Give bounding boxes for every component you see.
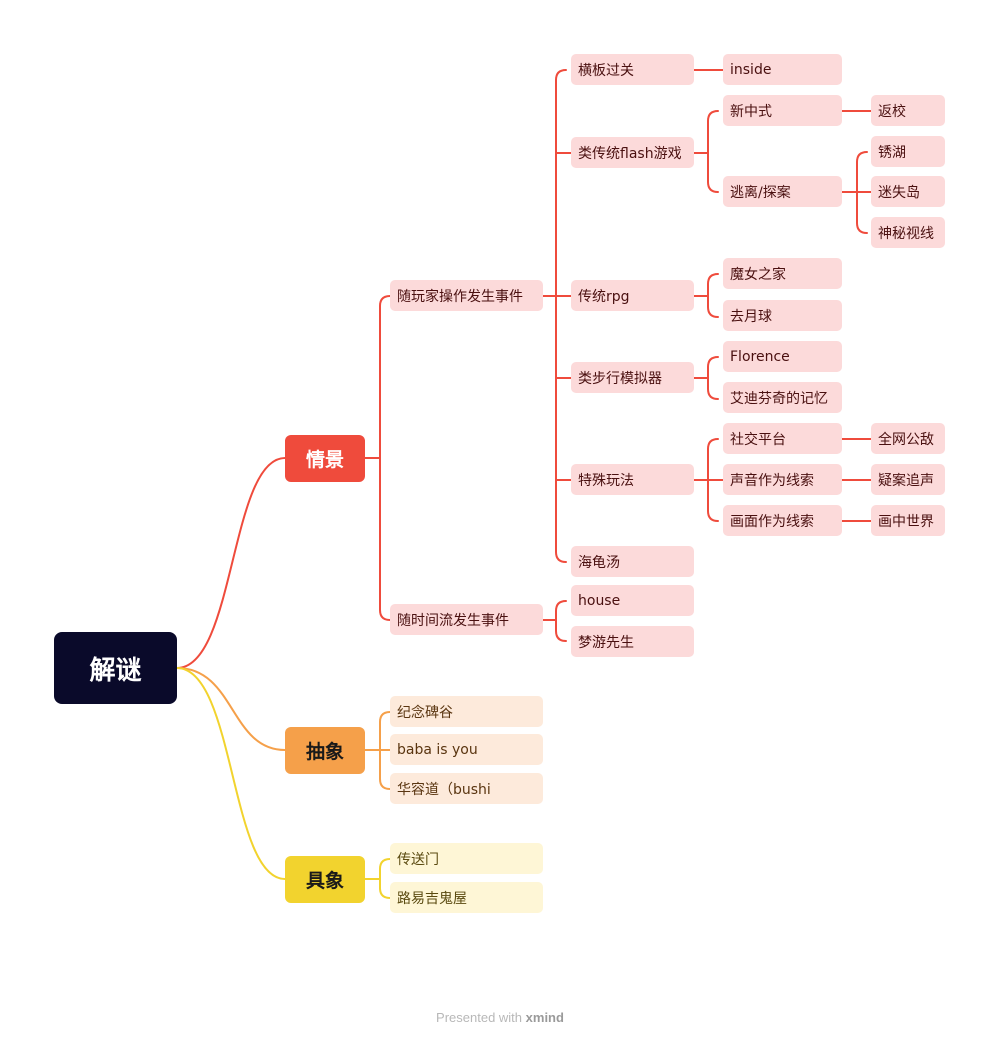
topic-picture[interactable]: 画面作为线索 (723, 505, 842, 536)
topic-abstract[interactable]: 抽象 (285, 727, 365, 774)
topic-edith-finch[interactable]: 艾迪芬奇的记忆 (723, 382, 842, 413)
topic-sound-game[interactable]: 疑案追声 (871, 464, 945, 495)
xmind-brand: xmind (525, 1010, 564, 1025)
topic-concrete-item[interactable]: 传送门 (390, 843, 543, 874)
topic-social-game[interactable]: 全网公敌 (871, 423, 945, 454)
topic-new-chinese[interactable]: 新中式 (723, 95, 842, 126)
topic-mishidao[interactable]: 迷失岛 (871, 176, 945, 207)
topic-walking-sim[interactable]: 类步行模拟器 (571, 362, 694, 393)
topic-inside[interactable]: inside (723, 54, 842, 85)
topic-sound[interactable]: 声音作为线索 (723, 464, 842, 495)
presented-with-footer: Presented with xmind (0, 1010, 1000, 1025)
topic-picture-game[interactable]: 画中世界 (871, 505, 945, 536)
footer-prefix: Presented with (436, 1010, 523, 1025)
topic-time-events[interactable]: 随时间流发生事件 (390, 604, 543, 635)
topic-concrete[interactable]: 具象 (285, 856, 365, 903)
topic-abstract-item[interactable]: 华容道（bushi (390, 773, 543, 804)
topic-rpg[interactable]: 传统rpg (571, 280, 694, 311)
topic-fanxiao[interactable]: 返校 (871, 95, 945, 126)
topic-escape[interactable]: 逃离/探案 (723, 176, 842, 207)
topic-xiuhu[interactable]: 锈湖 (871, 136, 945, 167)
topic-special[interactable]: 特殊玩法 (571, 464, 694, 495)
topic-florence[interactable]: Florence (723, 341, 842, 372)
topic-witch-house[interactable]: 魔女之家 (723, 258, 842, 289)
topic-concrete-item[interactable]: 路易吉鬼屋 (390, 882, 543, 913)
topic-social[interactable]: 社交平台 (723, 423, 842, 454)
topic-shenmi[interactable]: 神秘视线 (871, 217, 945, 248)
root-topic[interactable]: 解谜 (54, 632, 177, 704)
topic-to-the-moon[interactable]: 去月球 (723, 300, 842, 331)
topic-turtle-soup[interactable]: 海龟汤 (571, 546, 694, 577)
topic-flash-like[interactable]: 类传统flash游戏 (571, 137, 694, 168)
topic-house[interactable]: house (571, 585, 694, 616)
topic-player-events[interactable]: 随玩家操作发生事件 (390, 280, 543, 311)
topic-dream[interactable]: 梦游先生 (571, 626, 694, 657)
topic-scene[interactable]: 情景 (285, 435, 365, 482)
topic-abstract-item[interactable]: 纪念碑谷 (390, 696, 543, 727)
topic-abstract-item[interactable]: baba is you (390, 734, 543, 765)
topic-platformer[interactable]: 横板过关 (571, 54, 694, 85)
